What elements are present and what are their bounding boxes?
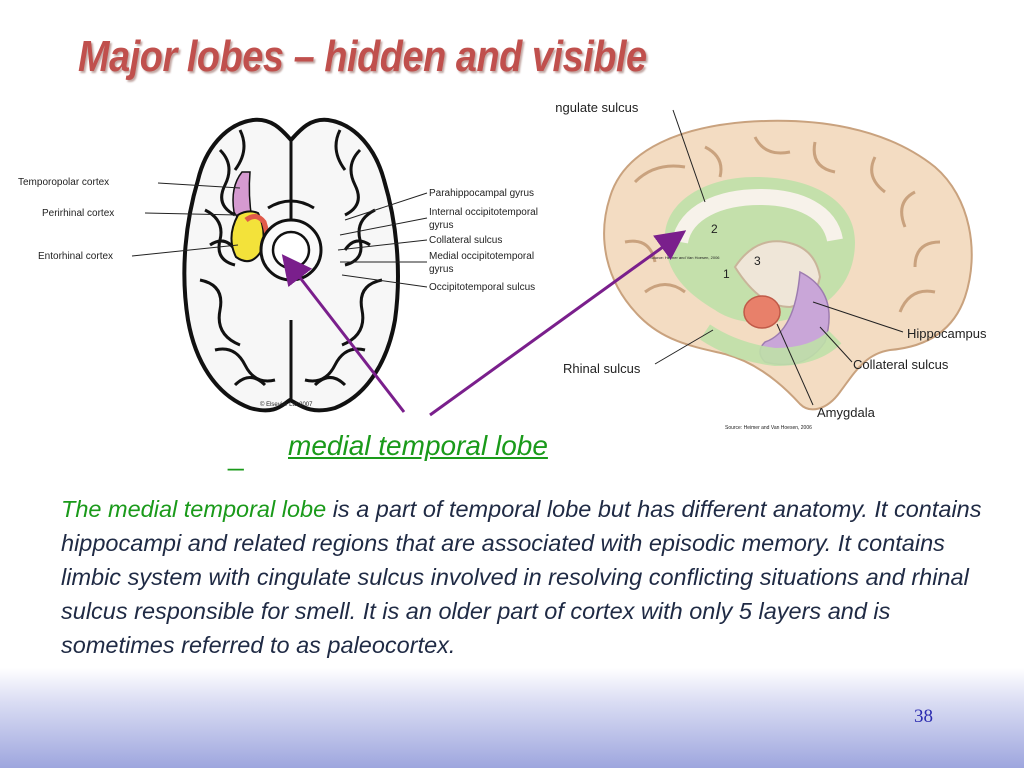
label-entorhinal-cortex: Entorhinal cortex [38,251,113,262]
medial-brain-figure: Cingulate sulcus Hippocampus Collateral … [543,92,1024,437]
label-cingulate-sulcus: Cingulate sulcus [555,100,639,115]
medial-temporal-lobe-link[interactable]: medial temporal lobe [288,430,548,461]
label-hippocampus: Hippocampus [907,326,987,341]
copyright-elsevier: © Elsevier Ltd 2007 [260,401,313,408]
body-rest: is a part of temporal lobe but has diffe… [61,496,982,658]
medial-brain-illustration [603,119,973,411]
label-parahippocampal-gyrus: Parahippocampal gyrus [429,188,534,199]
slide-title: Major lobes – hidden and visible [78,32,647,81]
label-rhinal-sulcus: Rhinal sulcus [563,361,641,376]
label-number-1: 1 [723,267,730,281]
stray-underscore: _ [228,440,244,471]
source-bottom: Source: Heimer and Van Hoesen, 2006 [725,425,812,431]
source-inner: Source: Heimer and Van Hoesen, 2006 [650,255,720,260]
bottom-gradient-band [0,668,1024,768]
label-medial-occipitotemporal: Medial occipitotemporal [429,251,534,262]
label-gyrus-2: gyrus [429,264,453,275]
label-collateral-sulcus: Collateral sulcus [429,235,502,246]
label-amygdala: Amygdala [817,405,876,420]
ventral-brain-figure: Temporopolar cortex Perirhinal cortex En… [10,110,570,420]
ventral-brain-illustration [182,117,400,413]
label-occipitotemporal-sulcus: Occipitotemporal sulcus [429,282,535,293]
label-number-3: 3 [754,254,761,268]
label-perirhinal-cortex: Perirhinal cortex [42,208,114,219]
body-paragraph: The medial temporal lobe is a part of te… [61,492,991,662]
body-highlight: The medial temporal lobe [61,496,327,522]
label-temporopolar-cortex: Temporopolar cortex [18,177,109,188]
slide-number: 38 [914,706,933,727]
label-number-2: 2 [711,222,718,236]
label-gyrus-1: gyrus [429,220,453,231]
label-internal-occipitotemporal: Internal occipitotemporal [429,207,538,218]
label-collateral-sulcus-right: Collateral sulcus [853,357,949,372]
